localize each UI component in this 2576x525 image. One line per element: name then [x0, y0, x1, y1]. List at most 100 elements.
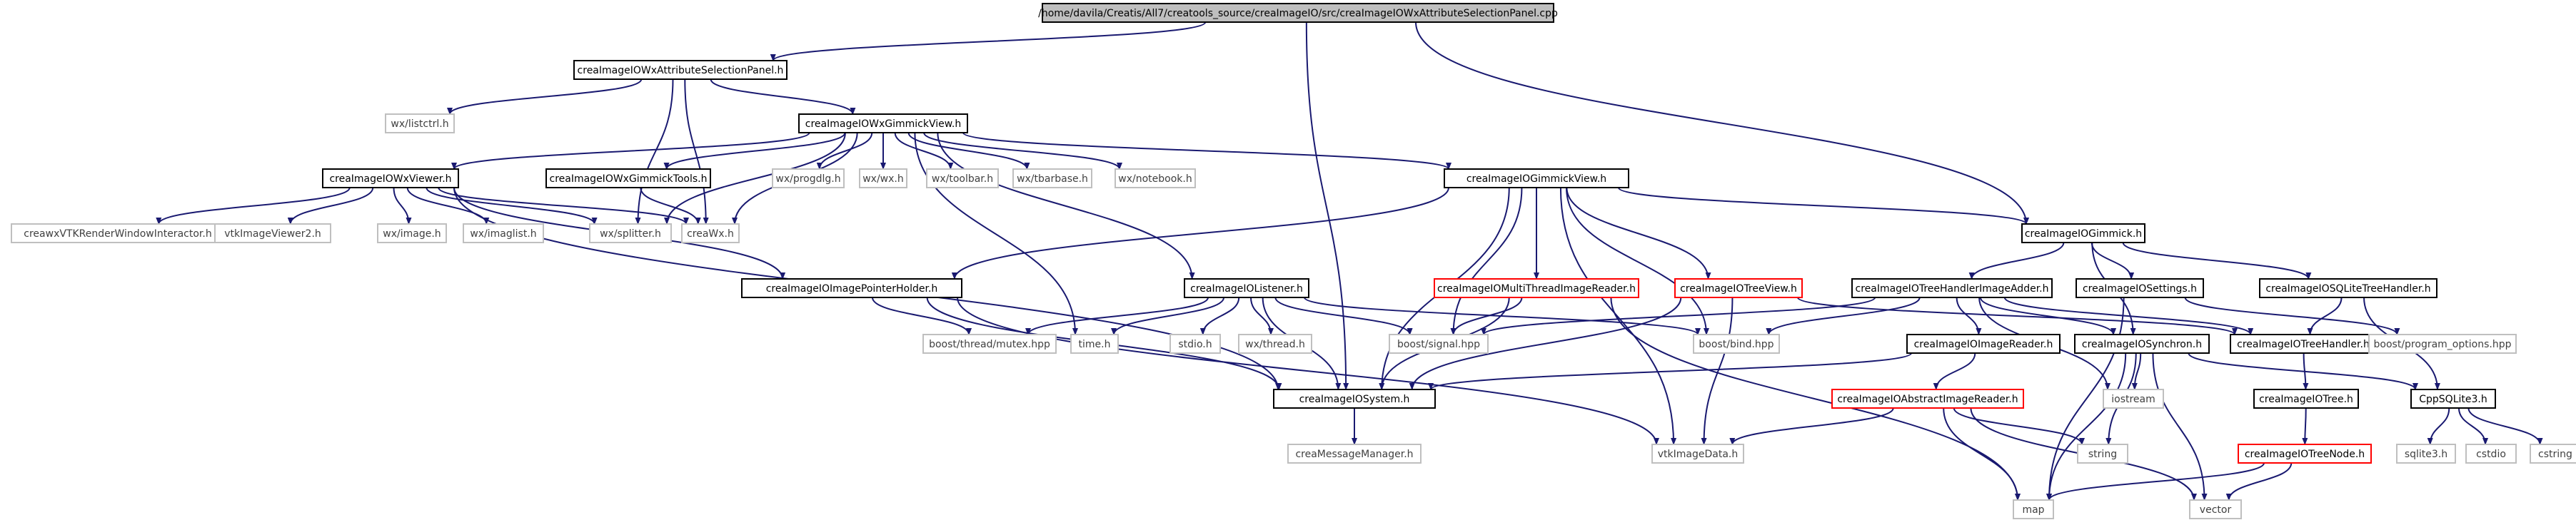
node-label: creaImageIOSystem.h: [1299, 394, 1410, 405]
edge-line: [393, 187, 412, 225]
edge-line: [1415, 21, 2029, 225]
edge-line: [962, 132, 1451, 170]
edge-treeview-to-system: [1409, 297, 1682, 390]
node-iph[interactable]: creaImageIOImagePointerHolder.h: [741, 278, 962, 298]
edge-listener-to-mutex: [1025, 297, 1209, 335]
node-treenode[interactable]: creaImageIOTreeNode.h: [2238, 444, 2372, 464]
node-label: wx/listctrl.h: [391, 118, 448, 130]
node-box: [922, 334, 1057, 354]
node-box: [573, 60, 788, 80]
edge-line: [1610, 297, 2021, 501]
node-label: string: [2088, 449, 2117, 460]
node-sqlth[interactable]: creaImageIOSQLiteTreeHandler.h: [2259, 278, 2437, 298]
node-label: boost/thread/mutex.hpp: [929, 339, 1050, 350]
edge-synchron-to-map: [2046, 352, 2127, 501]
edge-thia-to-synchron: [1979, 297, 2117, 335]
node-label: CppSQLite3.h: [2419, 394, 2487, 405]
edge-line: [957, 297, 1659, 445]
node-box: [1287, 444, 1422, 464]
edge-line: [951, 187, 1449, 280]
node-root[interactable]: /home/davila/Creatis/All7/creatools_sour…: [1038, 3, 1558, 23]
node-gimmick[interactable]: creaImageIOGimmick.h: [2021, 223, 2145, 243]
edge-gview-to-iph: [951, 187, 1449, 280]
node-box: [1674, 278, 1803, 298]
node-settings[interactable]: creaImageIOSettings.h: [2076, 278, 2204, 298]
node-label: wx/splitter.h: [600, 228, 661, 240]
node-listener[interactable]: creaImageIOListener.h: [1184, 278, 1309, 298]
node-imgreader[interactable]: creaImageIOImageReader.h: [1906, 334, 2061, 354]
node-box: [2530, 444, 2576, 464]
edge-line: [2467, 407, 2543, 445]
node-cppsqlite[interactable]: CppSQLite3.h: [2410, 389, 2496, 409]
node-label: creaImageIOTreeHandlerImageAdder.h: [1856, 283, 2049, 295]
node-box: [681, 223, 740, 243]
edge-mtir-to-map: [1610, 297, 2021, 501]
edge-gimmickview-to-notebook: [923, 132, 1122, 170]
edge-line: [684, 78, 709, 225]
node-box: [2238, 444, 2372, 464]
edge-wxgtools-to-creawx: [640, 187, 701, 225]
edge-line: [1701, 297, 1734, 445]
edge-wxasp-to-listctrl: [447, 78, 643, 115]
edge-line: [1566, 187, 1711, 280]
node-signal: boost/signal.hpp: [1389, 334, 1489, 354]
edge-wxviewer-to-vtkrwi: [156, 187, 351, 225]
node-box: [1042, 3, 1554, 23]
node-gimmickview[interactable]: creaImageIOWxGimmickView.h: [798, 113, 968, 133]
node-wxviewer[interactable]: creaImageIOWxViewer.h: [322, 168, 459, 188]
node-wxgtools[interactable]: creaImageIOWxGimmickTools.h: [545, 168, 711, 188]
node-label: vector: [2200, 504, 2232, 516]
node-gview[interactable]: creaImageIOGimmickView.h: [1444, 168, 1629, 188]
node-synchron[interactable]: creaImageIOSynchron.h: [2074, 334, 2210, 354]
node-system[interactable]: creaImageIOSystem.h: [1273, 389, 1436, 409]
edge-wxviewer-to-splitter: [426, 187, 598, 225]
edge-gimmick-to-thia: [1968, 242, 2065, 280]
node-label: wx/imaglist.h: [470, 228, 536, 240]
edge-line: [907, 132, 1030, 170]
node-box: [589, 223, 672, 243]
node-label: creawxVTKRenderWindowInteractor.h: [24, 228, 211, 240]
node-box: [1693, 334, 1780, 354]
node-treeview[interactable]: creaImageIOTreeView.h: [1674, 278, 1803, 298]
node-thia[interactable]: creaImageIOTreeHandlerImageAdder.h: [1851, 278, 2053, 298]
node-iostream: iostream: [2103, 389, 2164, 409]
edge-gimmick-to-sqlth: [2122, 242, 2312, 280]
edge-wxasp-to-splitter: [635, 78, 674, 225]
edge-gimmickview-to-tbarbase: [907, 132, 1030, 170]
node-wxasp[interactable]: creaImageIOWxAttributeSelectionPanel.h: [573, 60, 788, 80]
edge-thia-to-signal: [1481, 297, 1876, 335]
node-box: [1444, 168, 1629, 188]
edge-gview-to-gimmick: [1617, 187, 2029, 225]
node-string: string: [2077, 444, 2128, 464]
node-box: [926, 168, 999, 188]
node-box: [2410, 389, 2496, 409]
node-label: stdio.h: [1178, 339, 1212, 350]
node-box: [2465, 444, 2517, 464]
node-box: [1238, 334, 1312, 354]
node-label: cstring: [2538, 449, 2572, 460]
node-treehandler[interactable]: creaImageIOTreeHandler.h: [2230, 334, 2377, 354]
node-label: creaImageIOSynchron.h: [2082, 339, 2202, 350]
node-label: creaImageIOGimmickView.h: [1466, 173, 1606, 185]
node-box: [798, 113, 968, 133]
edge-cppsqlite-to-cstdio: [2457, 407, 2489, 445]
edge-listener-to-stdio: [1199, 297, 1240, 335]
edge-gimmickview-to-wxgtools: [663, 132, 846, 170]
edge-line: [1979, 297, 2117, 335]
edge-line: [451, 132, 810, 170]
edge-imgreader-to-air: [1933, 352, 1976, 390]
edge-line: [2427, 407, 2450, 445]
edge-line: [894, 132, 954, 170]
node-mtir[interactable]: creaImageIOMultiThreadImageReader.h: [1434, 278, 1639, 298]
node-air[interactable]: creaImageIOAbstractImageReader.h: [1831, 389, 2024, 409]
edge-line: [1968, 242, 2065, 280]
edge-line: [710, 78, 856, 115]
node-tree[interactable]: creaImageIOTree.h: [2253, 389, 2359, 409]
node-sqlite3: sqlite3.h: [2396, 444, 2456, 464]
node-box: [2077, 444, 2128, 464]
node-box: [1012, 168, 1092, 188]
edge-air-to-vtkid: [1729, 407, 1894, 445]
node-vtkiv2: vtkImageViewer2.h: [214, 223, 331, 243]
node-label: vtkImageViewer2.h: [224, 228, 321, 240]
node-notebook: wx/notebook.h: [1115, 168, 1196, 188]
